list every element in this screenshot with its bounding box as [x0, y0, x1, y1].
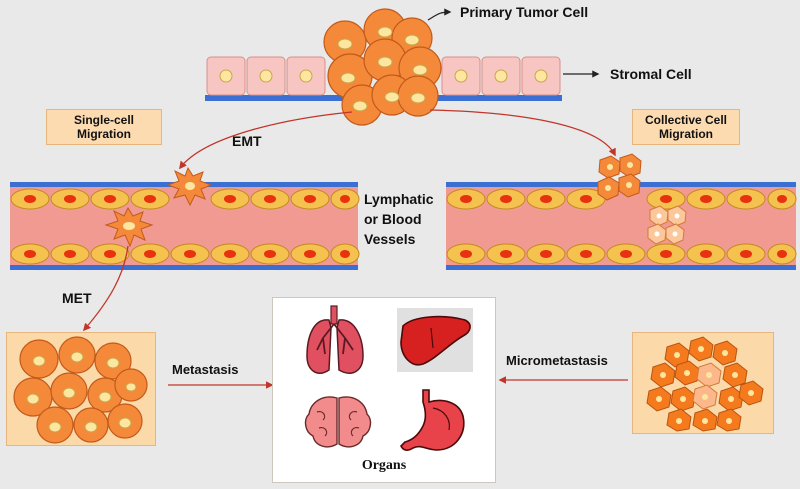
left-vessel [10, 166, 360, 332]
vessels-label-line1: Lymphatic [364, 191, 434, 207]
collective-label-line1: Collective Cell [644, 113, 728, 127]
liver-icon [397, 308, 473, 372]
organs-illustration [304, 305, 473, 451]
micrometastasis-cells [646, 336, 764, 432]
metastasis-panel [6, 332, 156, 446]
single-cell-label-line1: Single-cell [73, 113, 135, 127]
emt-label: EMT [232, 133, 262, 149]
collective-migration-box: Collective Cell Migration [632, 109, 740, 145]
primary-tumor-pointer [427, 8, 452, 21]
brain-icon [304, 396, 372, 448]
micrometastasis-label: Micrometastasis [506, 353, 608, 368]
right-vessel [446, 153, 797, 270]
stomach-icon [400, 389, 465, 451]
met-label: MET [62, 290, 92, 306]
single-migrating-cell-in-vessel [104, 206, 154, 248]
collective-arrow [429, 109, 616, 157]
vessels-label: Lymphatic or Blood Vessels [364, 189, 434, 249]
primary-tumor-label: Primary Tumor Cell [460, 4, 589, 20]
single-cell-label-line2: Migration [77, 127, 131, 141]
lungs-icon [306, 305, 364, 374]
micrometastasis-panel [632, 332, 774, 434]
organs-label: Organs [361, 458, 407, 473]
single-migrating-cell [166, 166, 213, 207]
organs-box: Organs [272, 297, 496, 483]
emt-arrow [179, 111, 353, 170]
collective-label-line2: Migration [659, 127, 713, 141]
vessels-label-line2: or Blood [364, 211, 422, 227]
metastasis-label: Metastasis [172, 362, 239, 377]
vessels-label-line3: Vessels [364, 231, 416, 247]
single-cell-migration-box: Single-cell Migration [46, 109, 162, 145]
stromal-label: Stromal Cell [610, 66, 692, 82]
met-arrow [82, 245, 129, 332]
metastasis-tumor-cells [13, 336, 148, 444]
